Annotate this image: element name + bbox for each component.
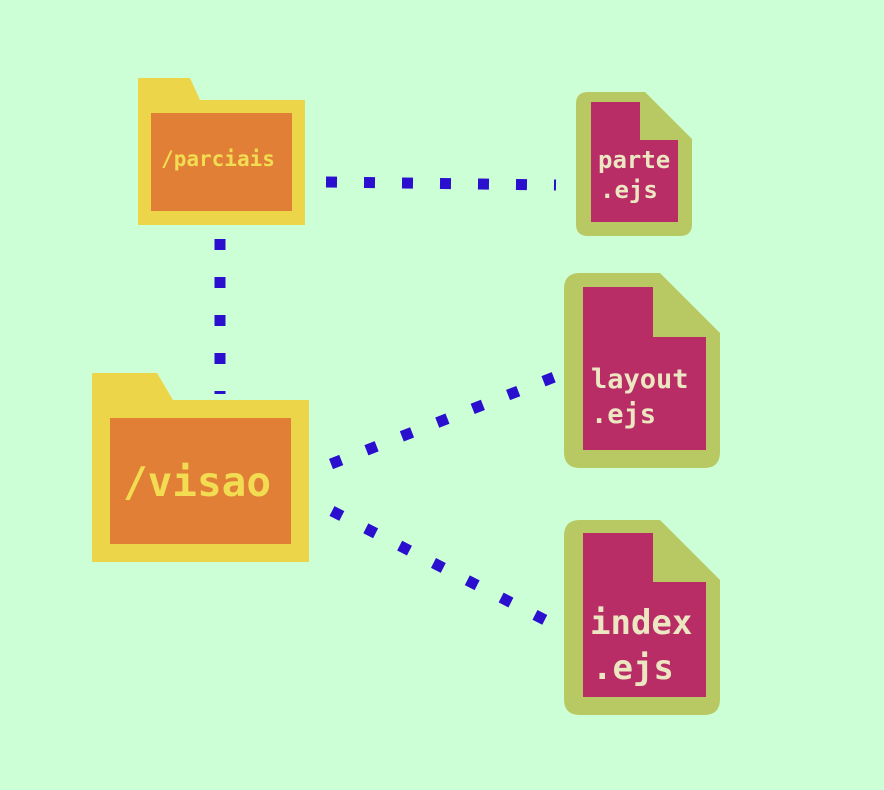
folder-inner-panel (110, 418, 291, 544)
file-page (583, 533, 706, 697)
folder-parciais[interactable]: /parciais (138, 78, 305, 225)
folder-parciais-label: /parciais (161, 147, 275, 171)
connector-visao-layout (329, 370, 559, 470)
connector-parciais-parte (325, 176, 557, 191)
folder-visao-label: /visao (123, 458, 271, 506)
file-page (583, 287, 706, 450)
file-parte-ext: .ejs (600, 176, 658, 204)
folder-inner-panel (151, 113, 292, 211)
file-index-name: index (590, 603, 692, 643)
file-index[interactable]: index .ejs (564, 520, 720, 715)
file-parte-name: parte (598, 146, 670, 174)
file-parte[interactable]: parte .ejs (576, 92, 692, 236)
file-layout[interactable]: layout .ejs (564, 273, 720, 468)
file-index-ext: .ejs (592, 648, 674, 688)
file-layout-name: layout (591, 364, 689, 395)
file-layout-ext: .ejs (591, 399, 656, 430)
connector-visao-index (329, 506, 550, 626)
folder-visao[interactable]: /visao (92, 373, 309, 562)
connectors (214, 176, 559, 626)
file-page (591, 102, 678, 222)
